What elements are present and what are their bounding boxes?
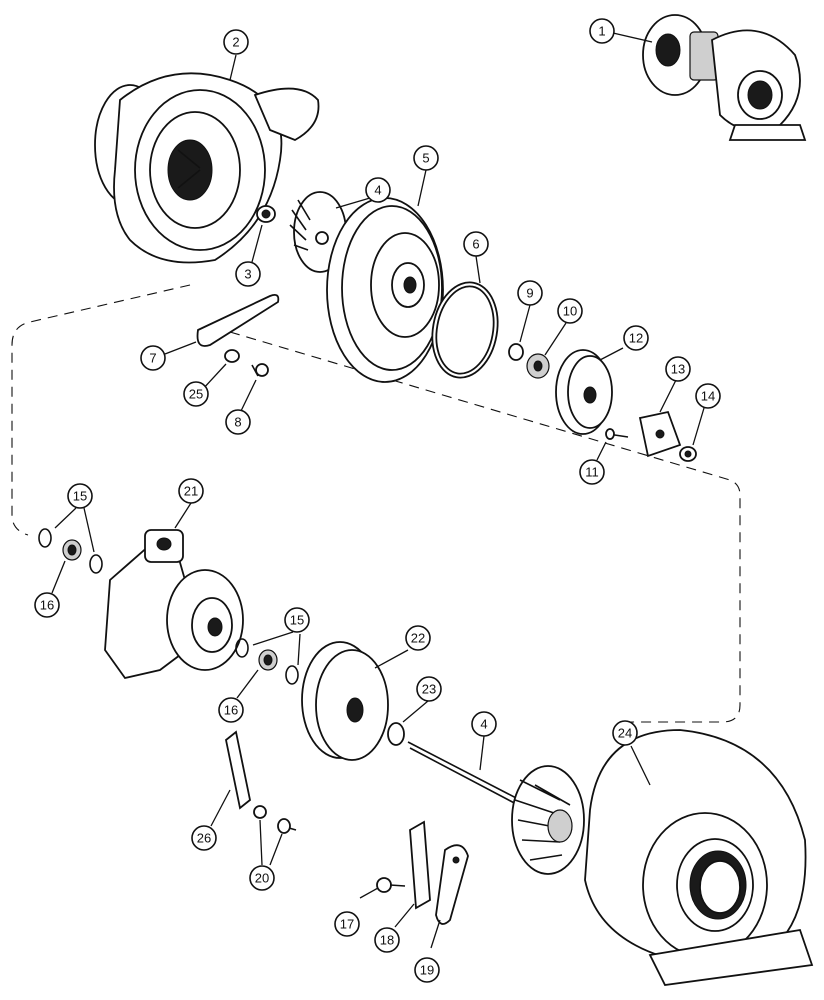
callout-9: 9: [517, 280, 543, 306]
compressor-nut: [256, 205, 276, 223]
svg-text:7: 7: [149, 351, 156, 366]
journal-bearing-upper: [62, 539, 82, 561]
callout-10: 10: [557, 298, 583, 324]
callout-19: 19: [414, 957, 440, 983]
leader-lines: [51, 32, 705, 949]
svg-text:10: 10: [563, 304, 577, 319]
svg-text:4: 4: [374, 183, 381, 198]
callout-5: 5: [413, 145, 439, 171]
washer-14: [679, 446, 697, 462]
callout-7: 7: [140, 345, 166, 371]
svg-text:22: 22: [411, 631, 425, 646]
svg-text:3: 3: [244, 267, 251, 282]
center-housing: [104, 529, 244, 680]
svg-text:1: 1: [598, 24, 605, 39]
journal-bearing-lower: [258, 649, 278, 671]
svg-text:9: 9: [526, 286, 533, 301]
svg-text:11: 11: [585, 465, 599, 480]
lock-plate-26: [225, 730, 251, 810]
callout-22: 22: [405, 625, 431, 651]
callout-18: 18: [374, 927, 400, 953]
callout-26: 26: [191, 825, 217, 851]
retainer-plate: [638, 410, 682, 458]
backplate: [326, 197, 444, 383]
callout-17: 17: [334, 911, 360, 937]
callout-8: 8: [225, 409, 251, 435]
turbine-wheel-shaft: [407, 741, 585, 875]
callout-15-lower: 15: [284, 607, 310, 633]
callout-20: 20: [249, 865, 275, 891]
svg-text:23: 23: [422, 682, 436, 697]
svg-text:13: 13: [671, 362, 685, 377]
svg-text:6: 6: [472, 237, 479, 252]
svg-text:25: 25: [189, 387, 203, 402]
svg-text:20: 20: [255, 871, 269, 886]
assembly-dashed-path: [11, 284, 741, 723]
lock-plate-7: [196, 293, 280, 347]
turbine-housing: [584, 729, 814, 986]
svg-text:8: 8: [234, 415, 241, 430]
svg-text:15: 15: [290, 613, 304, 628]
callout-15-upper: 15: [67, 483, 93, 509]
callout-23: 23: [416, 676, 442, 702]
piston-ring: [508, 343, 524, 361]
callout-14: 14: [695, 383, 721, 409]
svg-text:4: 4: [480, 717, 487, 732]
bolt-17: [376, 877, 406, 893]
svg-text:21: 21: [184, 484, 198, 499]
svg-text:24: 24: [618, 726, 632, 741]
heat-shield: [301, 641, 389, 761]
screw-11: [605, 428, 629, 440]
lock-plate-18: [409, 820, 431, 910]
svg-text:19: 19: [420, 963, 434, 978]
svg-text:2: 2: [232, 35, 239, 50]
svg-text:18: 18: [380, 933, 394, 948]
callout-24: 24: [612, 720, 638, 746]
piston-ring-23: [387, 722, 405, 746]
turbocharger-assembly: [642, 14, 807, 141]
callout-11: 11: [579, 459, 605, 485]
callout-25: 25: [183, 381, 209, 407]
bolt-8: [251, 363, 269, 377]
callout-13: 13: [665, 356, 691, 382]
svg-text:14: 14: [701, 389, 715, 404]
callout-3: 3: [235, 261, 261, 287]
callout-16-upper: 16: [34, 592, 60, 618]
callout-16-lower: 16: [218, 697, 244, 723]
thrust-bearing: [555, 349, 613, 435]
callout-2: 2: [223, 29, 249, 55]
svg-text:15: 15: [73, 489, 87, 504]
callout-6: 6: [463, 231, 489, 257]
thrust-collar: [526, 353, 550, 379]
washer-bolt-20: [253, 805, 297, 834]
svg-text:5: 5: [422, 151, 429, 166]
svg-text:16: 16: [224, 703, 238, 718]
compressor-housing: [94, 72, 320, 264]
snap-ring-lower: [235, 638, 299, 685]
svg-text:16: 16: [40, 598, 54, 613]
o-ring: [431, 281, 499, 379]
snap-ring-upper: [38, 528, 103, 574]
callout-21: 21: [178, 478, 204, 504]
svg-text:26: 26: [197, 831, 211, 846]
callout-4-turbine-shaft: 4: [471, 711, 497, 737]
callout-4-compressor-wheel: 4: [365, 177, 391, 203]
callout-12: 12: [623, 325, 649, 351]
callout-1: 1: [589, 18, 615, 44]
washer-25: [224, 349, 240, 363]
svg-text:17: 17: [340, 917, 354, 932]
svg-text:12: 12: [629, 331, 643, 346]
clamp-plate-19: [435, 844, 469, 925]
